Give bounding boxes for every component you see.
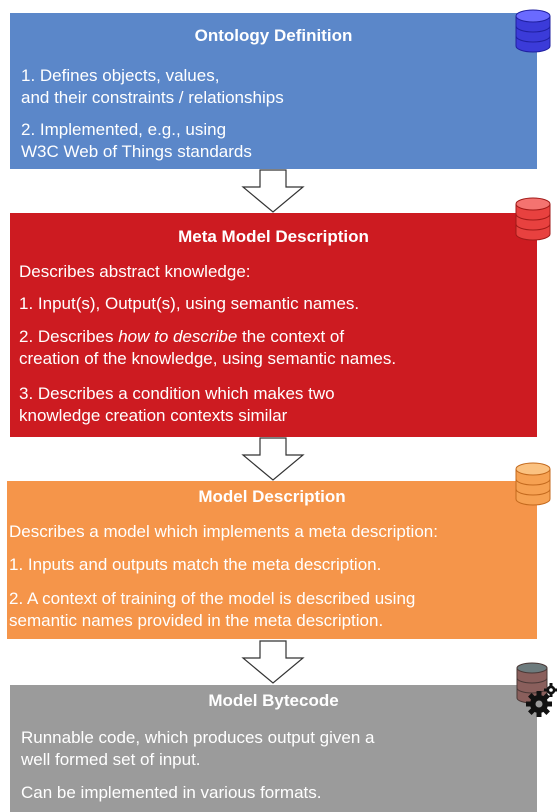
ontology-definition-box: Ontology Definition 1. Defines objects, … <box>10 13 537 169</box>
down-arrow-3 <box>241 640 305 684</box>
model-bytecode-box: Model Bytecode Runnable code, which prod… <box>10 685 537 812</box>
orange-database-icon <box>515 462 551 506</box>
blue-database-icon <box>515 9 551 53</box>
down-arrow-2 <box>241 437 305 481</box>
model-item-2-line-2: semantic names provided in the meta desc… <box>9 611 384 630</box>
meta-item-3-line-2: knowledge creation contexts similar <box>19 406 288 425</box>
meta-intro: Describes abstract knowledge: <box>19 262 251 281</box>
ontology-line-3: 2. Implemented, e.g., using <box>21 120 227 139</box>
meta-item-1: 1. Input(s), Output(s), using semantic n… <box>19 294 360 313</box>
meta-item-3-line-1: 3. Describes a condition which makes two <box>19 384 335 403</box>
bytecode-line-1: Runnable code, which produces output giv… <box>21 728 375 747</box>
ontology-line-1: 1. Defines objects, values, <box>21 66 220 85</box>
model-intro: Describes a model which implements a met… <box>9 522 438 541</box>
meta-item-2-line-1: 2. Describes how to describe the context… <box>19 327 345 346</box>
model-title: Model Description <box>198 487 346 506</box>
meta-item-2-emphasis: how to describe <box>118 327 238 346</box>
down-arrow-1 <box>241 169 305 213</box>
model-description-box: Model Description Describes a model whic… <box>7 481 537 639</box>
meta-title: Meta Model Description <box>178 227 369 246</box>
ontology-line-4: W3C Web of Things standards <box>21 142 252 161</box>
meta-item-2-line-2: creation of the knowledge, using semanti… <box>19 349 397 368</box>
model-item-1: 1. Inputs and outputs match the meta des… <box>9 555 382 574</box>
bytecode-line-3: Can be implemented in various formats. <box>21 783 322 802</box>
ontology-line-2: and their constraints / relationships <box>21 88 284 107</box>
red-database-icon <box>515 197 551 241</box>
bytecode-title: Model Bytecode <box>208 691 339 710</box>
model-item-2-line-1: 2. A context of training of the model is… <box>9 589 416 608</box>
ontology-title: Ontology Definition <box>194 26 353 45</box>
bytecode-line-2: well formed set of input. <box>21 750 201 769</box>
meta-model-description-box: Meta Model Description Describes abstrac… <box>10 213 537 437</box>
gray-database-gear-icon <box>516 662 557 717</box>
